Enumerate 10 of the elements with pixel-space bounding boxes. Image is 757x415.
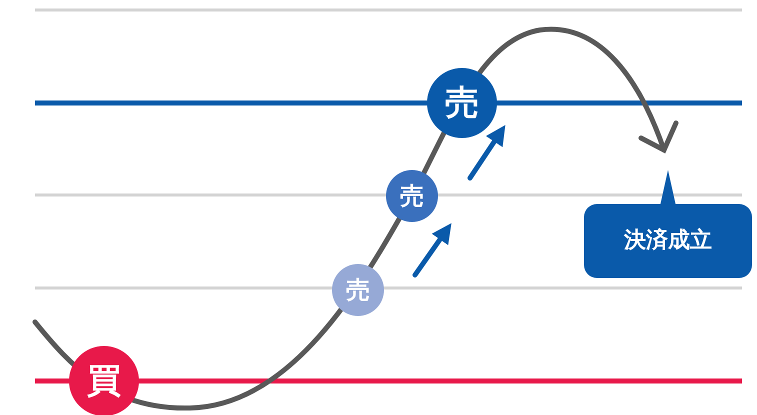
marker-label: 買 [87,364,121,398]
sell-marker [332,264,384,316]
marker-label: 売 [346,278,370,302]
sell-marker [427,68,497,138]
callout-bubble [584,168,752,278]
buy-marker [69,346,139,415]
marker-label: 売 [400,184,424,208]
callout-text: 決済成立 [624,230,712,252]
marker-label: 売 [445,86,479,120]
sell-marker [386,170,438,222]
